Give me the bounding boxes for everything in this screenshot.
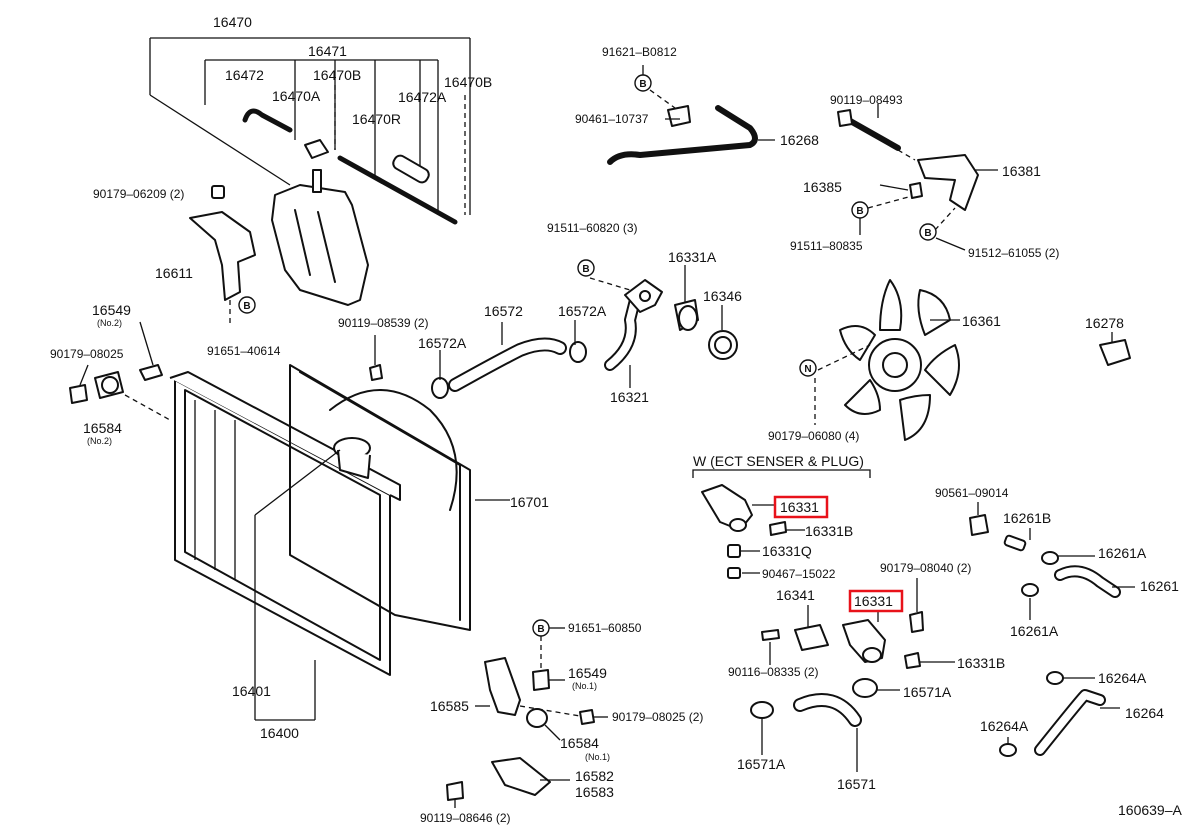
callout-b: B [582,264,589,275]
label-16472A: 16472A [398,89,447,105]
callout-b: B [856,206,863,217]
label-16361: 16361 [962,313,1001,329]
label-16571A: 16571A [737,756,786,772]
label-16572A: 16572A [558,303,607,319]
label-16571A: 16571A [903,684,952,700]
radiator-group [69,321,510,721]
label-90116-08335: 90116–08335 (2) [728,665,819,679]
label-16585: 16585 [430,698,469,714]
label-16470A: 16470A [272,88,321,104]
label-91621-B0812: 91621–B0812 [602,45,677,59]
label-16346: 16346 [703,288,742,304]
label-16549: 16549 [92,302,131,318]
label-16584-sub: (No.2) [87,436,112,446]
label-16584: 16584 [83,420,122,436]
label-16341: 16341 [776,587,815,603]
bypass-pipe-group: B [607,65,775,165]
label-90461-10737: 90461–10737 [575,112,649,126]
label-16264A: 16264A [1098,670,1147,686]
label-16549-sub: (No.2) [97,318,122,328]
label-16321: 16321 [610,389,649,405]
label-90179-06080: 90179–06080 (4) [768,429,859,443]
cooling-fan [839,279,960,441]
label-90179-06209: 90179–06209 (2) [93,187,184,201]
callout-b: B [924,228,931,239]
reference-code: 160639–A [1118,802,1183,818]
label-16584-sub: (No.1) [585,752,610,762]
label-16401: 16401 [232,683,271,699]
bracket-group: B [446,619,608,808]
label-16400: 16400 [260,725,299,741]
label-90179-08040: 90179–08040 (2) [880,561,971,575]
label-16572A: 16572A [418,335,467,351]
ect-sensor-group [692,469,955,772]
label-16268: 16268 [780,132,819,148]
label-16331: 16331 [854,593,893,609]
label-16549: 16549 [568,665,607,681]
label-90119-08493: 90119–08493 [830,93,903,107]
callout-b: B [243,301,250,312]
label-16385: 16385 [803,179,842,195]
label-16470: 16470 [213,14,252,30]
label-16572: 16572 [484,303,523,319]
label-16264: 16264 [1125,705,1164,721]
label-16261: 16261 [1140,578,1179,594]
label-16261A: 16261A [1098,545,1147,561]
callout-b: B [537,624,544,635]
callout-b: B [639,79,646,90]
label-90467-15022: 90467–15022 [762,567,836,581]
label-91512-61055: 91512–61055 (2) [968,246,1059,260]
highlight-16331-upper [773,495,829,519]
label-16331B: 16331B [805,523,853,539]
label-91511-60820: 91511–60820 (3) [547,221,638,235]
label-91511-80835: 91511–80835 [790,239,863,253]
group-title: W (ECT SENSER & PLUG) [693,453,864,469]
callout-n: N [804,364,811,375]
label-16278: 16278 [1085,315,1124,331]
label-16470R: 16470R [352,111,401,127]
label-90179-08025: 90179–08025 [50,347,124,361]
label-16471: 16471 [308,43,347,59]
label-90179-08025: 90179–08025 (2) [612,710,703,724]
part-labels: 16470 16471 16472 16470B 16470B 16470A 1… [50,14,1183,825]
label-16331: 16331 [780,499,819,515]
label-91651-40614: 91651–40614 [207,344,281,358]
label-16583: 16583 [575,784,614,800]
reservoir-group: B [149,37,471,325]
label-16261B: 16261B [1003,510,1051,526]
label-90119-08646: 90119–08646 (2) [420,811,511,825]
label-16472: 16472 [225,67,264,83]
label-16582: 16582 [575,768,614,784]
hose-group: B [431,259,738,399]
label-91651-60850: 91651–60850 [568,621,642,635]
label-16331Q: 16331Q [762,543,812,559]
heater-hose-group [969,502,1135,757]
label-16571: 16571 [837,776,876,792]
label-16264A: 16264A [980,718,1029,734]
label-16611: 16611 [155,265,193,281]
label-16331B: 16331B [957,655,1005,671]
label-16584: 16584 [560,735,599,751]
label-16549-sub: (No.1) [572,681,597,691]
label-16261A: 16261A [1010,623,1059,639]
label-16331A: 16331A [668,249,717,265]
fan-bracket-group: B B N [799,104,1131,441]
label-16701: 16701 [510,494,549,510]
label-90561-09014: 90561–09014 [935,486,1009,500]
label-16470B: 16470B [313,67,361,83]
highlight-16331-lower [848,589,904,613]
label-16381: 16381 [1002,163,1041,179]
label-16470B: 16470B [444,74,492,90]
label-90119-08539: 90119–08539 (2) [338,316,429,330]
